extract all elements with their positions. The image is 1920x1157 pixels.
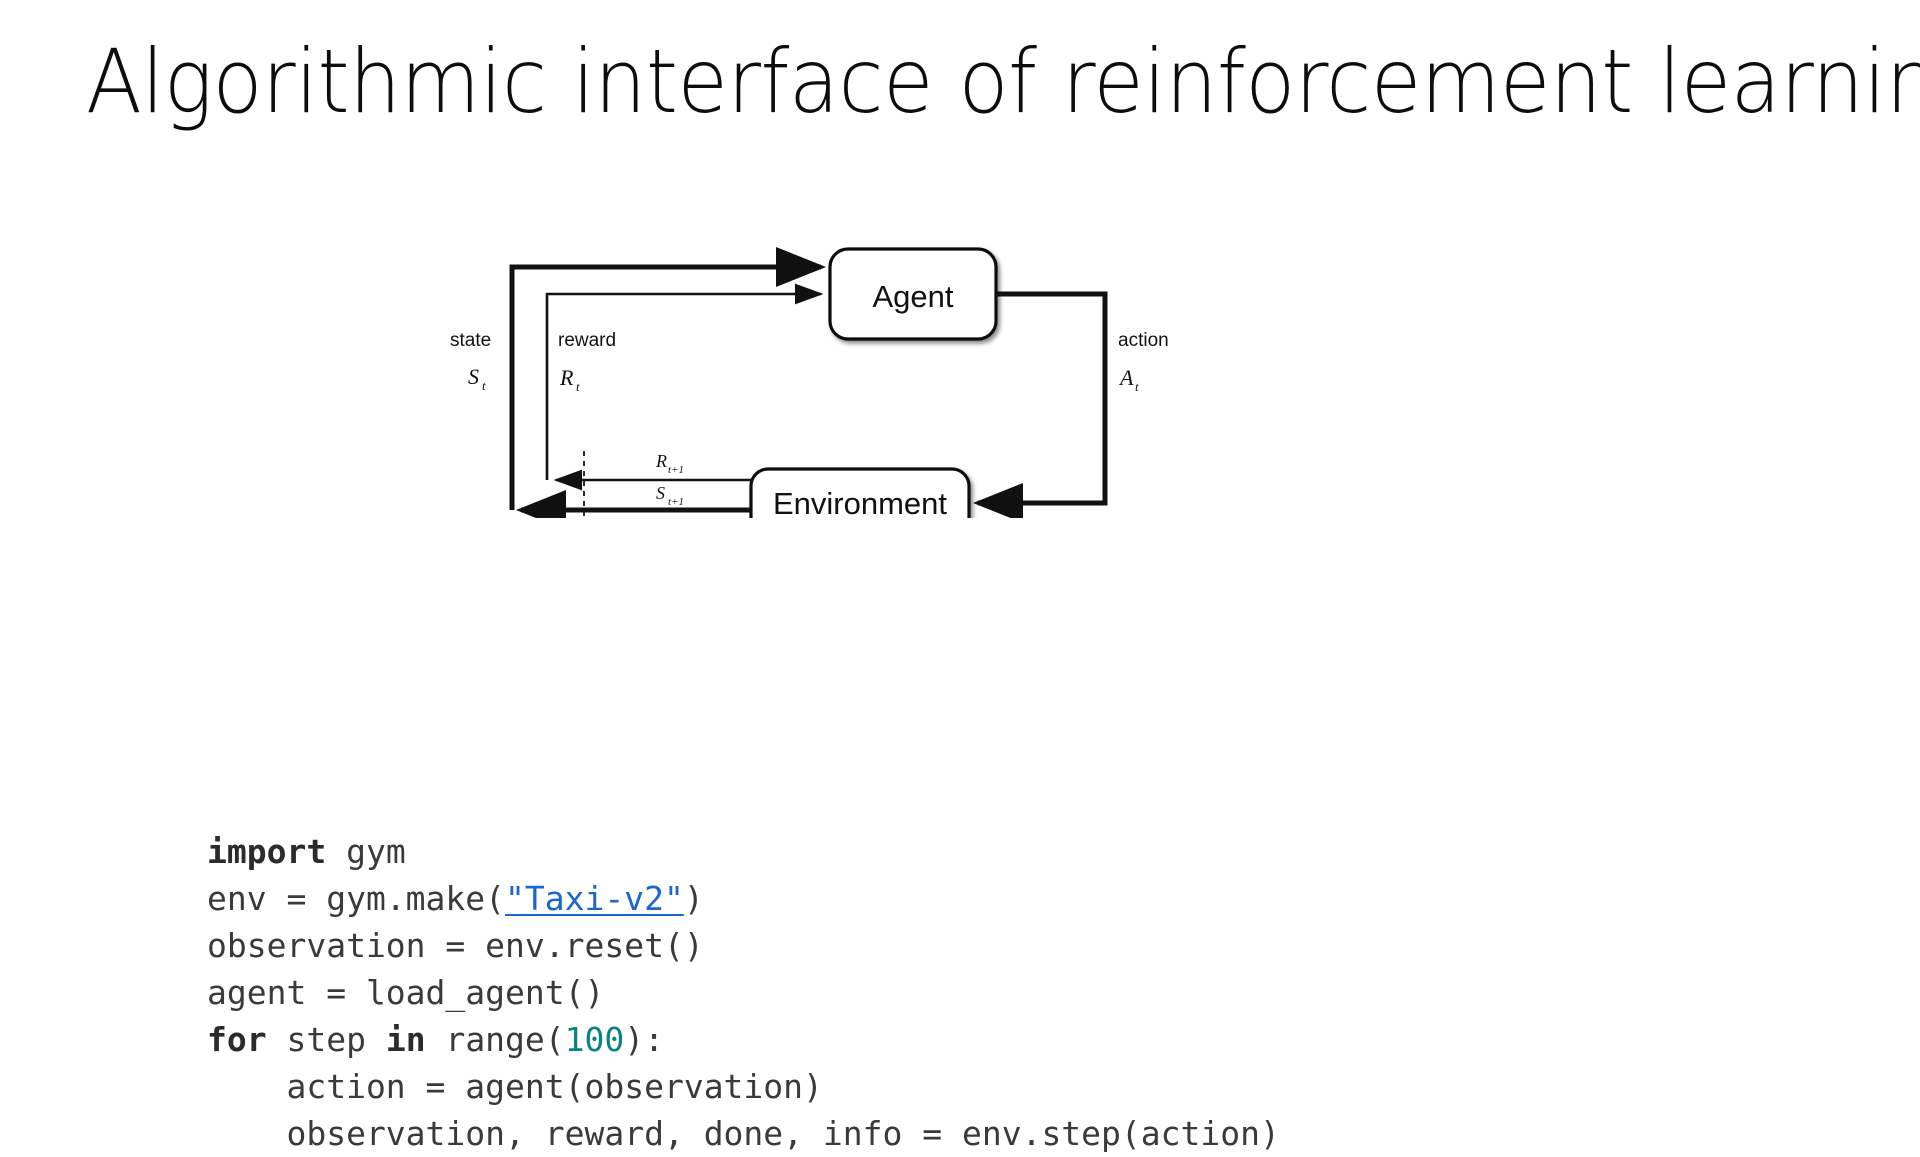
- next-state-label-group: S t+1: [656, 483, 684, 508]
- next-reward-label-group: R t+1: [655, 451, 684, 476]
- reward-label-word: reward: [558, 330, 616, 351]
- code-keyword: import: [207, 832, 327, 871]
- page-title: Algorithmic interface of reinforcement l…: [86, 30, 1920, 133]
- reward-path-to-agent: [545, 283, 824, 480]
- code-keyword: for: [207, 1020, 267, 1059]
- state-label-subscript: t: [482, 378, 486, 393]
- environment-node: Environment: [749, 467, 971, 518]
- environment-box-label: Environment: [773, 486, 947, 518]
- next-state-label-subscript: t+1: [668, 496, 684, 508]
- action-label-word: action: [1118, 330, 1169, 351]
- state-label-word: state: [450, 330, 491, 351]
- reward-label-group: reward R t: [558, 330, 616, 394]
- code-text: ): [683, 879, 704, 918]
- code-line: for step in range(100):: [207, 1016, 1280, 1063]
- code-text: ):: [624, 1020, 665, 1059]
- code-text: observation = env.reset(): [207, 926, 704, 965]
- code-line: env = gym.make("Taxi-v2"): [207, 875, 1280, 922]
- code-line: agent = load_agent(): [207, 969, 1280, 1016]
- action-label-symbol: A: [1118, 365, 1134, 390]
- code-string-link[interactable]: "Taxi-v2": [505, 879, 684, 918]
- rl-interaction-diagram: Agent Environment state S: [380, 218, 1200, 518]
- next-state-label-symbol: S: [656, 483, 665, 503]
- code-text: step: [266, 1020, 386, 1059]
- rl-diagram-svg: Agent Environment state S: [450, 247, 1169, 518]
- next-reward-label-symbol: R: [655, 451, 667, 471]
- code-line: action = agent(observation): [207, 1063, 1280, 1110]
- code-line: import gym: [207, 828, 1280, 875]
- agent-box-label: Agent: [872, 279, 953, 314]
- action-label-subscript: t: [1135, 379, 1139, 394]
- agent-node: Agent: [828, 247, 998, 341]
- code-text: range(: [425, 1020, 565, 1059]
- next-reward-label-subscript: t+1: [668, 464, 684, 476]
- code-line: observation, reward, done, info = env.st…: [207, 1110, 1280, 1157]
- environment-box: [749, 467, 971, 518]
- code-text: env = gym.make(: [207, 879, 506, 918]
- reward-label-subscript: t: [576, 379, 580, 394]
- slide-root: Algorithmic interface of reinforcement l…: [86, 30, 1920, 1153]
- code-text: observation, reward, done, info = env.st…: [207, 1114, 1280, 1153]
- code-keyword: in: [385, 1020, 426, 1059]
- code-number: 100: [564, 1020, 625, 1059]
- code-text: gym: [326, 832, 406, 871]
- code-line: observation = env.reset(): [207, 922, 1280, 969]
- code-text: agent = load_agent(): [207, 973, 605, 1012]
- action-path-to-environment: [973, 291, 1108, 518]
- reward-label-symbol: R: [559, 365, 574, 390]
- action-label-group: action A t: [1118, 330, 1169, 394]
- state-label-symbol: S: [468, 364, 479, 389]
- state-label-group: state S t: [450, 330, 491, 393]
- code-text: action = agent(observation): [207, 1067, 823, 1106]
- state-path-to-agent: [509, 247, 826, 510]
